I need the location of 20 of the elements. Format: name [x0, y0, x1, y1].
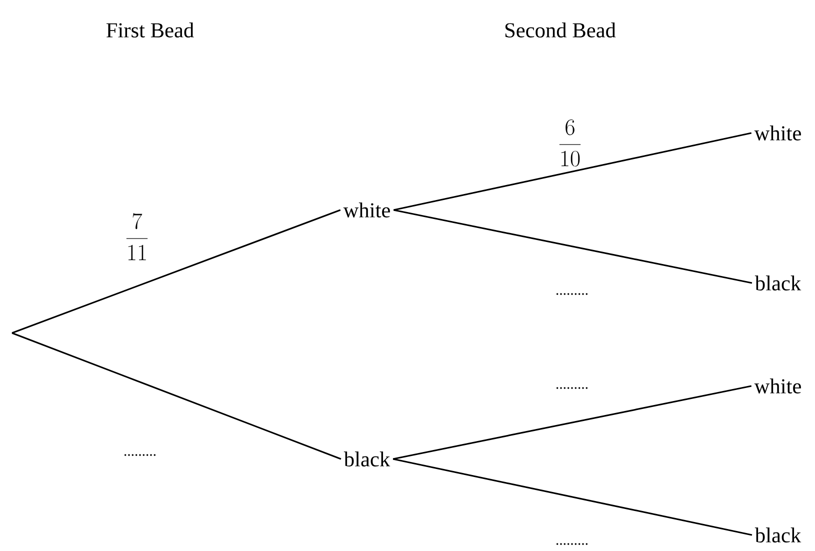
outcome-label: black	[344, 452, 390, 467]
blank-line: .........	[556, 293, 588, 295]
outcome-label: white	[754, 126, 801, 140]
branch-line	[392, 385, 752, 460]
probability-fraction: $\frac{6}{10}$	[559, 120, 581, 166]
column-heading: Second Bead	[505, 22, 616, 38]
branch-line	[393, 209, 752, 284]
blank-line: .........	[556, 543, 588, 545]
branch-line	[12, 332, 342, 460]
column-heading: First Bead	[106, 22, 194, 38]
branch-line	[393, 132, 752, 211]
probability-fraction: $\frac{7}{11}$	[126, 213, 148, 260]
blank-line: .........	[124, 454, 156, 456]
outcome-label: white	[343, 202, 390, 218]
outcome-label: black	[754, 528, 802, 543]
outcome-label: black	[754, 276, 802, 290]
branch-line	[392, 458, 752, 536]
branch-line	[12, 209, 341, 334]
blank-line: .........	[556, 387, 588, 389]
outcome-label: white	[754, 378, 801, 394]
